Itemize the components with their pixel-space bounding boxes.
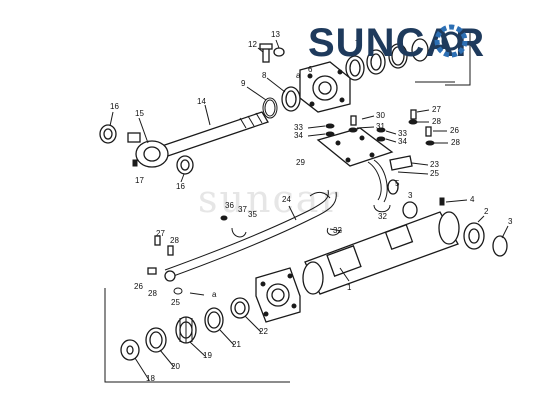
bolts-30-34 <box>325 109 435 146</box>
callout-12: 12 <box>248 40 257 49</box>
dust-seal-3-right <box>492 235 508 257</box>
snap-ring-9 <box>262 97 278 119</box>
callout-31: 31 <box>376 122 385 131</box>
callout-leaders <box>109 39 509 381</box>
callout-17: 17 <box>135 176 144 185</box>
callout-29: 29 <box>296 158 305 167</box>
callout-14: 14 <box>197 97 206 106</box>
rod-eye-15 <box>127 132 169 168</box>
fittings-26-28-lower <box>147 235 183 295</box>
callout-4: 4 <box>470 195 475 204</box>
callout-28-mid: 28 <box>170 236 179 245</box>
callout-3-upper: 3 <box>408 191 413 200</box>
callout-a-lower: a <box>212 290 217 299</box>
bracket-plate-29 <box>316 127 394 167</box>
callout-28-right: 28 <box>451 138 460 147</box>
cylinder-head-flange-lower <box>255 267 301 323</box>
callout-20: 20 <box>171 362 180 371</box>
clamp-32 <box>326 204 391 236</box>
callout-6: 6 <box>308 65 313 74</box>
brand-wordmark: SUNCAR <box>308 21 485 65</box>
callout-34-left: 34 <box>294 131 303 140</box>
bushing-8 <box>281 86 301 112</box>
callout-16-top: 16 <box>110 102 119 111</box>
pin-5 <box>387 179 399 195</box>
ring-20 <box>145 327 167 353</box>
dust-seal-3-upper <box>402 201 418 219</box>
callout-15: 15 <box>135 109 144 118</box>
bolt-12 <box>259 43 273 63</box>
bushing-16-top <box>99 124 117 144</box>
group-bracket-bottom <box>104 288 290 383</box>
callout-27-upper: 27 <box>432 105 441 114</box>
callout-5: 5 <box>395 179 400 188</box>
callout-13: 13 <box>271 30 280 39</box>
callout-7: 7 <box>355 39 360 48</box>
callout-28-upper: 28 <box>432 117 441 126</box>
grease-nipple-4 <box>439 197 445 206</box>
washer-18 <box>120 339 140 361</box>
seal-21 <box>204 307 224 333</box>
callout-34-right: 34 <box>398 137 407 146</box>
callout-25-upper: 25 <box>430 169 439 178</box>
callout-32-right: 32 <box>378 212 387 221</box>
callout-23: 23 <box>430 160 439 169</box>
callout-33-right: 33 <box>398 129 407 138</box>
part-callouts: 1 2 3 3 4 5 6 7 8 9 12 13 14 15 16 16 17… <box>110 30 513 383</box>
callout-19: 19 <box>203 351 212 360</box>
callout-26-lower: 26 <box>134 282 143 291</box>
callout-30: 30 <box>376 111 385 120</box>
clamp-35 <box>220 215 247 238</box>
grease-fitting-17 <box>132 159 138 167</box>
group-bracket-top <box>445 30 471 86</box>
pipe-24 <box>164 189 337 279</box>
piston-seal-19 <box>175 316 197 344</box>
callout-1: 1 <box>347 283 352 292</box>
callout-3-right: 3 <box>508 217 513 226</box>
callout-26-upper: 26 <box>450 126 459 135</box>
watermark-text: suncar <box>198 177 341 221</box>
cylinder-head-flange <box>299 61 351 113</box>
seal-rings-upper <box>345 38 429 81</box>
callout-9: 9 <box>241 79 246 88</box>
gear-icon <box>434 24 468 58</box>
elbow-fitting-23 <box>367 155 413 203</box>
bushing-16-bottom <box>176 155 194 175</box>
callout-8: 8 <box>262 71 267 80</box>
callout-35: 35 <box>248 210 257 219</box>
callout-33-left: 33 <box>294 123 303 132</box>
callout-37: 37 <box>238 205 247 214</box>
callout-a-upper: a <box>296 71 301 80</box>
callout-21: 21 <box>232 340 241 349</box>
callout-24: 24 <box>282 195 291 204</box>
cylinder-tube-1 <box>302 211 460 295</box>
washer-13 <box>273 47 285 57</box>
callout-25-lower: 25 <box>171 298 180 307</box>
callout-16-bottom: 16 <box>176 182 185 191</box>
brand-logo: SUNCAR <box>308 21 485 65</box>
callout-27-lower: 27 <box>156 229 165 238</box>
callout-18: 18 <box>146 374 155 383</box>
callout-28-lower: 28 <box>148 289 157 298</box>
rod-end-bushing-2 <box>463 222 485 250</box>
callout-36: 36 <box>225 201 234 210</box>
callout-22: 22 <box>259 327 268 336</box>
callout-2: 2 <box>484 207 489 216</box>
wear-ring-22 <box>230 297 250 319</box>
